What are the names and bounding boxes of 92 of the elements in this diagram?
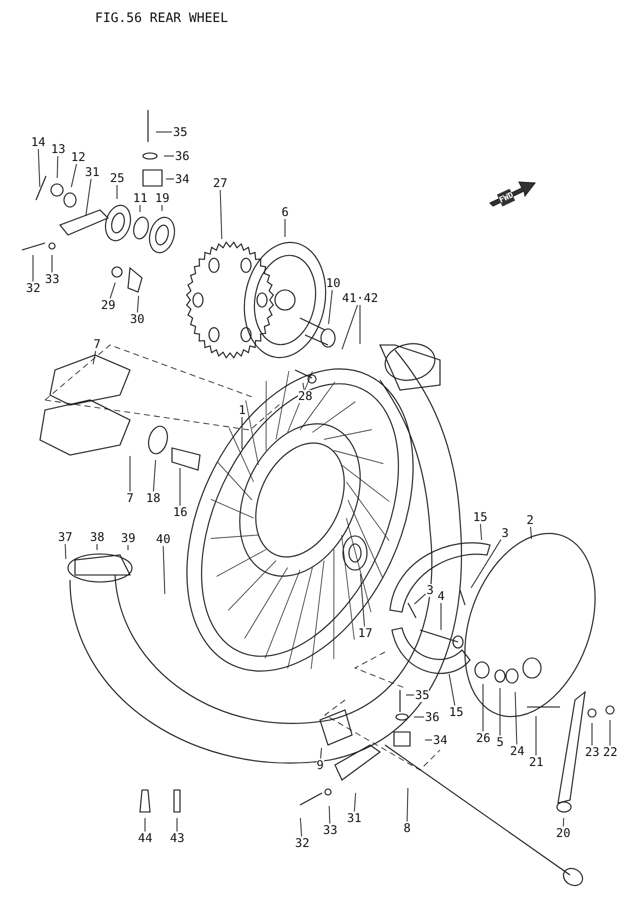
callout-number: 44 (138, 832, 152, 844)
leader-line (144, 818, 146, 832)
leader-line (32, 254, 34, 282)
callout-number: 31 (85, 166, 100, 178)
leader-line (85, 178, 92, 217)
callout-number: 35 (173, 126, 188, 138)
callout-number: 38 (90, 530, 104, 544)
leader-line (64, 543, 66, 560)
leader-line (448, 673, 456, 706)
leader-line (96, 543, 98, 550)
callout-number: 7 (94, 338, 101, 350)
callout-number: 7 (126, 492, 134, 504)
callout-number: 12 (71, 150, 86, 164)
leader-line (470, 539, 502, 588)
callout-number: 5 (496, 736, 504, 748)
callout-number: 22 (603, 746, 618, 758)
callout-number: 33 (45, 272, 60, 286)
callout-number: 41·42 (342, 292, 378, 304)
leader-line (480, 523, 482, 540)
leader-line (530, 526, 532, 540)
callout-number: 34 (433, 734, 448, 746)
leader-line (406, 694, 414, 696)
callout-number: 36 (175, 150, 190, 162)
callout-number: 23 (585, 746, 600, 758)
leader-line (220, 189, 222, 240)
callout-number: 4 (438, 590, 445, 602)
leader-line (70, 163, 78, 188)
callout-number: 21 (529, 756, 544, 768)
leader-line (414, 594, 426, 604)
callout-number: 8 (404, 822, 411, 834)
callout-number: 39 (121, 532, 136, 544)
leader-line (38, 148, 40, 188)
callout-number: 1 (238, 404, 246, 416)
callout-number: 31 (347, 812, 362, 824)
leader-line (354, 792, 356, 812)
leader-line (110, 282, 116, 299)
callout-number: 15 (473, 510, 488, 524)
callout-number: 19 (155, 192, 170, 204)
callout-number: 20 (556, 826, 570, 840)
leader-line (328, 806, 330, 824)
leader-line (342, 304, 358, 350)
direction-label: FWD (496, 188, 516, 206)
leader-line (284, 218, 286, 238)
leader-line (176, 818, 178, 832)
leader-line (320, 748, 322, 759)
leader-line (300, 818, 302, 837)
callout-number: 24 (510, 744, 524, 758)
leader-line (166, 178, 174, 180)
callout-number: 18 (146, 492, 160, 504)
callout-number: 10 (326, 276, 340, 290)
callout-number: 2 (526, 514, 534, 526)
leader-line (136, 296, 140, 313)
leader-line (92, 350, 96, 365)
callout-number: 17 (358, 626, 372, 640)
callout-number: 36 (425, 710, 440, 724)
callout-number: 13 (51, 142, 66, 156)
callout-number: 26 (476, 732, 490, 744)
callout-number: 32 (295, 836, 310, 850)
callout-number: 9 (316, 758, 324, 772)
callout-number: 34 (175, 172, 190, 186)
leader-line (440, 602, 442, 630)
leader-line (302, 382, 304, 390)
callout-number: 11 (133, 192, 148, 204)
callout-number: 27 (213, 176, 228, 190)
callout-number: 40 (156, 532, 170, 546)
figure-title: FIG.56 REAR WHEEL (95, 12, 228, 25)
callout-number: 15 (449, 706, 464, 718)
callout-number: 43 (170, 832, 184, 844)
leader-line (56, 155, 58, 178)
callout-number: 6 (282, 206, 289, 218)
callout-number: 29 (101, 298, 116, 312)
callout-number: 3 (426, 584, 434, 596)
callout-number: 14 (31, 136, 46, 148)
callout-number: 30 (130, 312, 144, 326)
leader-line (360, 574, 365, 627)
callout-number: 28 (298, 390, 312, 402)
callout-number: 35 (415, 688, 430, 702)
leader-line (116, 184, 118, 200)
leader-line (328, 289, 333, 324)
callout-number: 16 (173, 506, 188, 518)
callout-number: 32 (26, 282, 40, 294)
callout-number: 37 (58, 530, 72, 544)
callout-number: 25 (110, 172, 124, 184)
leader-line (406, 788, 408, 822)
callout-number: 3 (502, 526, 509, 540)
leader-line (162, 545, 166, 594)
leader-line (152, 460, 156, 492)
leader-line (514, 692, 518, 745)
leader-line (482, 684, 484, 732)
leader-line (414, 716, 424, 718)
callout-number: 33 (323, 824, 338, 836)
leader-line (562, 818, 564, 827)
